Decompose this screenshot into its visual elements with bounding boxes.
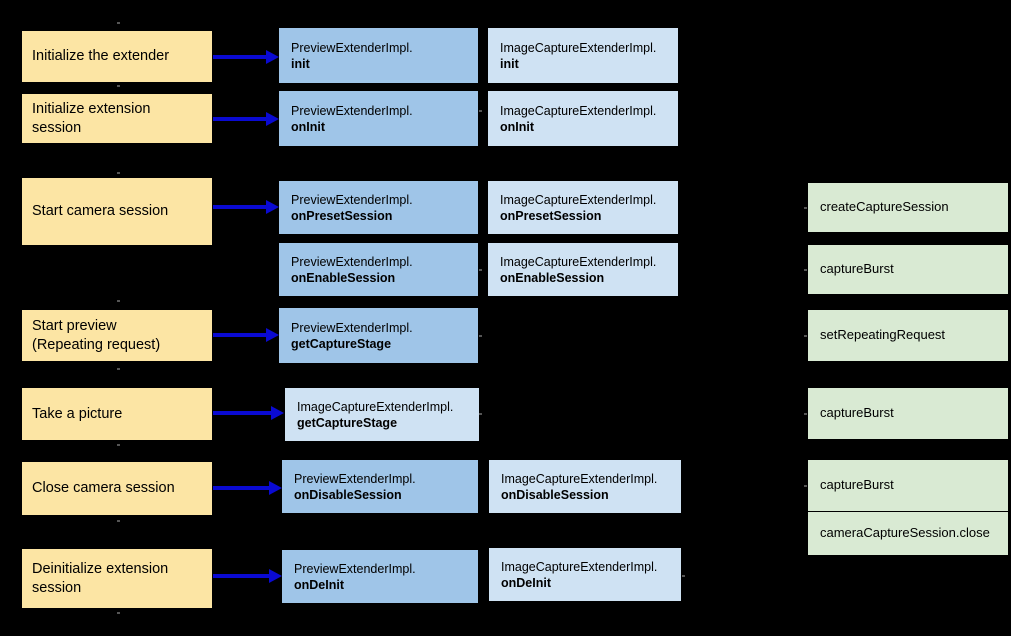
- callback-class: ImageCaptureExtenderImpl.: [500, 103, 657, 118]
- step-label-line: (Repeating request): [32, 336, 161, 353]
- step-close-camera-session[interactable]: Close camera session: [22, 462, 212, 515]
- callback-method: onInit: [291, 119, 326, 134]
- step-label-line: Initialize extension: [32, 100, 151, 117]
- callback-method: init: [291, 56, 310, 71]
- callback-imagecapture-onenablesession[interactable]: ImageCaptureExtenderImpl. onEnableSessio…: [488, 243, 678, 296]
- callback-imagecapture-init[interactable]: ImageCaptureExtenderImpl. init: [488, 28, 678, 83]
- camera-op-createcapturesession[interactable]: createCaptureSession: [808, 183, 1008, 232]
- tick-mark: [479, 110, 482, 112]
- tick-mark: [117, 300, 120, 302]
- camera-op-label: captureBurst: [820, 261, 894, 277]
- camera-op-captureburst-2[interactable]: captureBurst: [808, 388, 1008, 439]
- callback-preview-onpresetsession[interactable]: PreviewExtenderImpl. onPresetSession: [279, 181, 478, 234]
- callback-class: PreviewExtenderImpl.: [291, 320, 413, 335]
- callback-class: ImageCaptureExtenderImpl.: [500, 192, 657, 207]
- tick-mark: [479, 413, 482, 415]
- callback-preview-ondeinit[interactable]: PreviewExtenderImpl. onDeInit: [282, 550, 478, 603]
- step-deinitialize-extension-session[interactable]: Deinitialize extension session: [22, 549, 212, 608]
- step-label-line: session: [32, 119, 82, 136]
- callback-method: init: [500, 56, 519, 71]
- step-label-line: session: [32, 579, 82, 596]
- camera-op-label: captureBurst: [820, 477, 894, 493]
- step-label-line: Start preview: [32, 317, 117, 334]
- callback-method: onPresetSession: [500, 208, 602, 223]
- callback-method: onDisableSession: [294, 487, 402, 502]
- tick-mark: [479, 335, 482, 337]
- callback-imagecapture-oninit[interactable]: ImageCaptureExtenderImpl. onInit: [488, 91, 678, 146]
- camera-op-label: setRepeatingRequest: [820, 327, 946, 343]
- camera-op-label: createCaptureSession: [820, 199, 949, 215]
- tick-mark: [117, 172, 120, 174]
- tick-mark: [479, 269, 482, 271]
- camera-op-captureburst-3[interactable]: captureBurst: [808, 460, 1008, 511]
- callback-method: onDeInit: [294, 577, 344, 592]
- camera-op-label: cameraCaptureSession.close: [820, 525, 990, 541]
- callback-imagecapture-ondeinit[interactable]: ImageCaptureExtenderImpl. onDeInit: [489, 548, 681, 601]
- step-label-line: Initialize the extender: [32, 48, 170, 65]
- tick-mark: [117, 612, 120, 614]
- camera-op-setrepeatingrequest[interactable]: setRepeatingRequest: [808, 310, 1008, 361]
- callback-class: PreviewExtenderImpl.: [291, 103, 413, 118]
- camera-op-captureburst-1[interactable]: captureBurst: [808, 245, 1008, 294]
- callback-class: ImageCaptureExtenderImpl.: [297, 399, 454, 414]
- camera-op-label: captureBurst: [820, 405, 894, 421]
- callback-class: ImageCaptureExtenderImpl.: [500, 40, 657, 55]
- tick-mark: [117, 22, 120, 24]
- step-label-line: Start camera session: [32, 203, 169, 220]
- callback-preview-ondisablesession[interactable]: PreviewExtenderImpl. onDisableSession: [282, 460, 478, 513]
- step-label-line: Deinitialize extension: [32, 560, 169, 577]
- callback-method: onDeInit: [501, 575, 551, 590]
- callback-class: ImageCaptureExtenderImpl.: [501, 471, 658, 486]
- tick-mark: [804, 207, 807, 209]
- callback-class: PreviewExtenderImpl.: [291, 192, 413, 207]
- tick-mark: [804, 485, 807, 487]
- callback-class: ImageCaptureExtenderImpl.: [500, 254, 657, 269]
- tick-mark: [804, 269, 807, 271]
- tick-mark: [117, 368, 120, 370]
- camera-op-cameracapturesession-close[interactable]: cameraCaptureSession.close: [808, 512, 1008, 555]
- callback-preview-init[interactable]: PreviewExtenderImpl. init: [279, 28, 478, 83]
- callback-method: getCaptureStage: [291, 336, 392, 351]
- step-label-line: Close camera session: [32, 480, 175, 497]
- tick-mark: [117, 85, 120, 87]
- callback-method: onEnableSession: [500, 270, 605, 285]
- step-label-line: Take a picture: [32, 405, 123, 422]
- step-start-preview[interactable]: Start preview (Repeating request): [22, 310, 212, 361]
- callback-imagecapture-onpresetsession[interactable]: ImageCaptureExtenderImpl. onPresetSessio…: [488, 181, 678, 234]
- callback-method: getCaptureStage: [297, 415, 398, 430]
- callback-method: onDisableSession: [501, 487, 609, 502]
- step-initialize-extension-session[interactable]: Initialize extension session: [22, 94, 212, 143]
- callback-class: PreviewExtenderImpl.: [291, 40, 413, 55]
- callback-class: PreviewExtenderImpl.: [294, 561, 416, 576]
- callback-method: onPresetSession: [291, 208, 393, 223]
- tick-mark: [804, 413, 807, 415]
- callback-class: PreviewExtenderImpl.: [294, 471, 416, 486]
- tick-mark: [117, 520, 120, 522]
- callback-class: ImageCaptureExtenderImpl.: [501, 559, 658, 574]
- callback-preview-onenablesession[interactable]: PreviewExtenderImpl. onEnableSession: [279, 243, 478, 296]
- tick-mark: [804, 335, 807, 337]
- tick-mark: [682, 575, 685, 577]
- callback-imagecapture-getcapturestage[interactable]: ImageCaptureExtenderImpl. getCaptureStag…: [285, 388, 479, 441]
- callback-preview-oninit[interactable]: PreviewExtenderImpl. onInit: [279, 91, 478, 146]
- callback-class: PreviewExtenderImpl.: [291, 254, 413, 269]
- callback-method: onInit: [500, 119, 535, 134]
- step-initialize-extender[interactable]: Initialize the extender: [22, 31, 212, 82]
- callback-preview-getcapturestage[interactable]: PreviewExtenderImpl. getCaptureStage: [279, 308, 478, 363]
- step-take-a-picture[interactable]: Take a picture: [22, 388, 212, 440]
- callback-method: onEnableSession: [291, 270, 396, 285]
- tick-mark: [117, 444, 120, 446]
- callback-imagecapture-ondisablesession[interactable]: ImageCaptureExtenderImpl. onDisableSessi…: [489, 460, 681, 513]
- step-start-camera-session[interactable]: Start camera session: [22, 178, 212, 245]
